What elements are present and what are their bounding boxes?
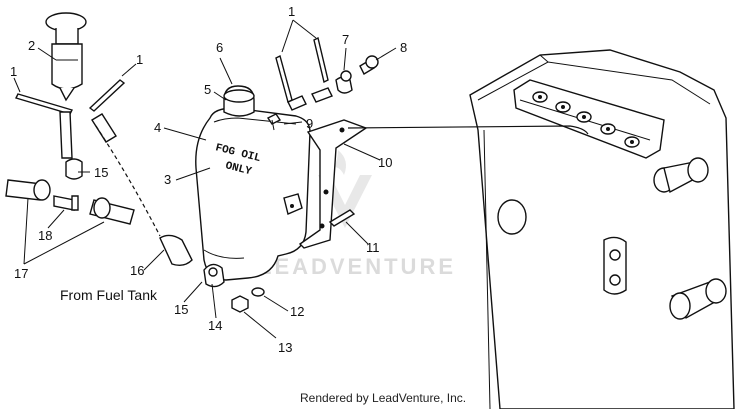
hardware	[231, 209, 356, 313]
callout-5: 5	[204, 82, 211, 97]
callout-2: 2	[28, 38, 35, 53]
pump-assembly	[287, 55, 379, 111]
fuel-line-fittings	[5, 125, 193, 267]
callout-17: 17	[14, 266, 28, 281]
cable-ties	[15, 36, 329, 115]
watermark-text: LEADVENTURE	[258, 254, 456, 279]
callout-8: 8	[400, 40, 407, 55]
callout-labels: 1 1 1 2 3 4 5 6 7 8 9 10 11 12 13 14 15 …	[10, 4, 407, 355]
mounting-bracket	[283, 119, 368, 249]
callout-7: 7	[342, 32, 349, 47]
wire-route	[347, 125, 589, 135]
console-panel	[469, 49, 735, 409]
callout-15-bottom: 15	[174, 302, 188, 317]
caption-from-fuel-tank: From Fuel Tank	[60, 287, 158, 303]
footer-credit: Rendered by LeadVenture, Inc.	[300, 391, 466, 405]
callout-1-left: 1	[10, 64, 17, 79]
callout-4: 4	[154, 120, 161, 135]
callout-6: 6	[216, 40, 223, 55]
callout-12: 12	[290, 304, 304, 319]
leader-lines	[13, 19, 397, 339]
callout-16: 16	[130, 263, 144, 278]
callout-1-mid: 1	[136, 52, 143, 67]
callout-11: 11	[366, 240, 380, 255]
callout-15-top: 15	[94, 165, 108, 180]
callout-10: 10	[378, 155, 392, 170]
callout-14: 14	[208, 318, 222, 333]
fog-oil-tank: FOG OIL ONLY	[195, 85, 311, 288]
callout-3: 3	[164, 172, 171, 187]
callout-9: 9	[306, 116, 313, 131]
callout-18: 18	[38, 228, 52, 243]
primer-pump	[45, 12, 117, 159]
callout-1-top: 1	[288, 4, 295, 19]
callout-13: 13	[278, 340, 292, 355]
